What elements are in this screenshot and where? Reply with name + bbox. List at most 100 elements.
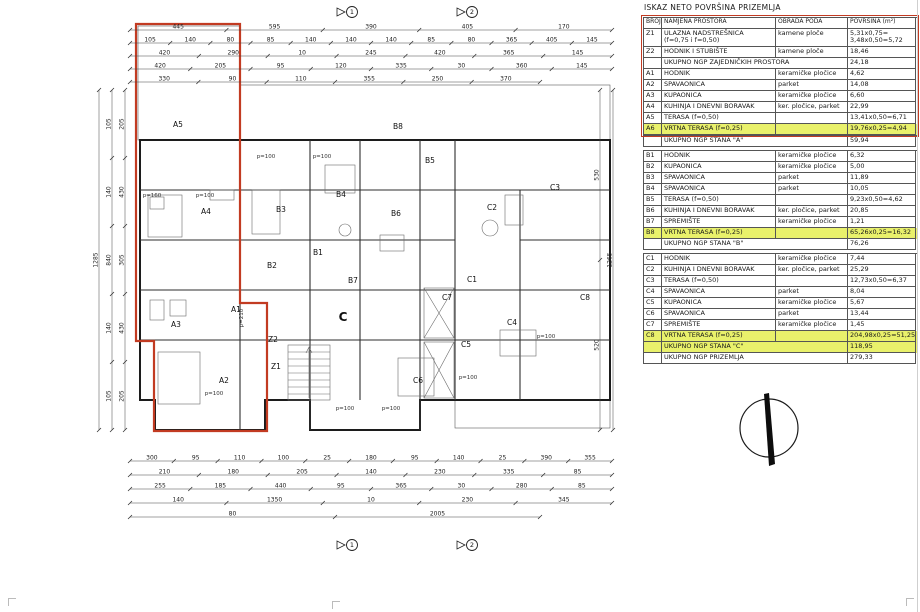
cell-name: KUHINJA I DNEVNI BORAVAK (662, 101, 776, 113)
dimension-tick (472, 53, 477, 59)
dimension-tick (187, 486, 193, 492)
dimension-tick (167, 40, 173, 46)
cell-id: A3 (644, 90, 662, 102)
cell-area: 1,45 (848, 319, 916, 331)
cell-name: KUHINJA I DNEVNI BORAVAK (662, 205, 776, 217)
dimension-value: 105 (106, 118, 113, 130)
cell-area: 10,05 (848, 183, 916, 195)
dimension-value: 25 (499, 455, 507, 462)
dimension-tick (265, 53, 270, 59)
room-label: B2 (267, 261, 277, 270)
dimension-tick (208, 40, 213, 46)
dimension-tick (513, 500, 518, 506)
dimension-value: 145 (572, 50, 584, 57)
dimension-tick (428, 66, 434, 72)
dimension-tick (109, 155, 115, 161)
cell-id: B1 (644, 150, 662, 162)
dimension-value: 140 (106, 322, 113, 334)
cell-name: UKUPNO NGP STANA "A" (662, 135, 848, 147)
dimension-tick (609, 486, 615, 492)
cell-id: Z2 (644, 46, 662, 58)
room-label: C8 (580, 293, 590, 302)
cell-floor: parket (776, 286, 848, 298)
cell-area: 11,89 (848, 172, 916, 184)
room-label: A2 (219, 376, 229, 385)
dimension-value: 85 (578, 483, 586, 490)
cell-name: HODNIK I STUBIŠTE (662, 46, 776, 58)
cell-floor: kamene ploče (776, 28, 848, 47)
compass-needle-icon (764, 393, 775, 466)
dimension-value: 205 (119, 390, 126, 402)
cell-id: A4 (644, 101, 662, 113)
dimension-tick (224, 27, 229, 33)
dimension-tick (609, 66, 615, 72)
room-label: C1 (467, 275, 477, 284)
dimension-value: 2005 (430, 511, 445, 518)
dimension-value: 80 (468, 37, 476, 44)
dimension-value: 140 (106, 186, 113, 198)
cell-name: KUHINJA I DNEVNI BORAVAK (662, 264, 776, 276)
dimension-value: 1285 (93, 252, 100, 267)
cell-id (644, 135, 662, 147)
dimension-tick (127, 79, 133, 85)
dimension-tick (609, 500, 615, 506)
section-marker-circle (466, 539, 478, 551)
dimension-value: 140 (385, 37, 397, 44)
dimension-value: 405 (462, 24, 474, 31)
cell-floor: keramičke pločice (776, 319, 848, 331)
dimension-value: 105 (144, 37, 156, 44)
room-label: B6 (391, 209, 401, 218)
terrace-boundaries (137, 25, 611, 429)
cell-area: 4,62 (848, 68, 916, 80)
dimension-tick (320, 27, 326, 33)
dimension-value: 230 (434, 469, 446, 476)
cell-name: VRTNA TERASA (f=0,25) (662, 227, 776, 239)
dimension-tick (478, 458, 483, 464)
section-marker-flag-icon (336, 540, 346, 550)
dimension-tick (122, 223, 128, 229)
dimension-tick (569, 40, 575, 46)
dimension-tick (127, 66, 133, 72)
cell-name: SPAVAONICA (662, 172, 776, 184)
cell-area: 7,44 (848, 253, 916, 265)
dimension-value: 420 (159, 50, 171, 57)
dimension-tick (122, 291, 128, 297)
dimension-value: 1350 (267, 497, 282, 504)
dimension-tick (609, 472, 615, 478)
dimension-tick (127, 514, 133, 520)
dimension-tick (368, 40, 374, 46)
dimension-value: 110 (234, 455, 246, 462)
dimension-tick (522, 458, 527, 464)
dimension-tick (472, 472, 477, 478)
section-marker-number: 1 (350, 8, 354, 16)
dimension-tick (122, 427, 128, 433)
section-marker-flag-icon (456, 540, 466, 550)
dimension-tick (540, 472, 546, 478)
dimension-value: 140 (365, 469, 377, 476)
cell-floor: keramičke pločice (776, 216, 848, 228)
cell-area: 6,60 (848, 90, 916, 102)
room-label: B7 (348, 276, 358, 285)
dimension-tick (537, 79, 543, 85)
dimension-tick (449, 40, 454, 46)
dimension-value: 445 (172, 24, 184, 31)
cell-floor (776, 330, 848, 342)
section-marker-number: 2 (470, 8, 474, 16)
dimension-tick (597, 87, 603, 93)
window-label: p=100 (382, 406, 401, 412)
dimension-value: 595 (269, 24, 281, 31)
dimension-tick (109, 359, 115, 365)
dimension-tick (549, 66, 555, 72)
dimension-tick (489, 40, 494, 46)
cell-id: B2 (644, 161, 662, 173)
